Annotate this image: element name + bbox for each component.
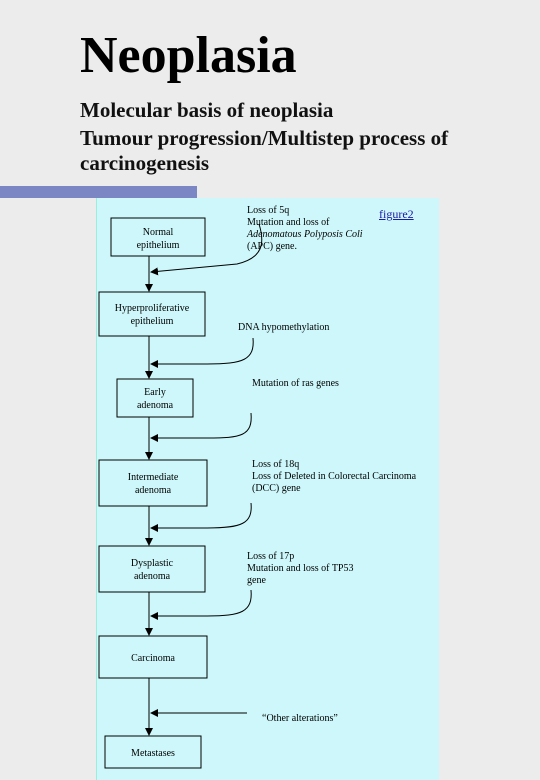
progression-diagram: Normal epithelium Hyperproliferative epi… xyxy=(96,198,439,780)
stage-label-7: Metastases xyxy=(131,748,175,759)
stage-box-hyperproliferative-epithelium: Hyperproliferative epithelium xyxy=(98,291,206,337)
note-loss-17p: Loss of 17p Mutation and loss of TP53 ge… xyxy=(247,551,353,586)
subtitle-tumour-progression: Tumour progression/Multistep process of … xyxy=(80,126,449,176)
stage-label-1a: Normal xyxy=(143,227,174,238)
stage-label-5b: adenoma xyxy=(134,571,171,582)
note-1-line-1: Loss of 5q xyxy=(247,205,289,216)
curved-arrow-4 xyxy=(150,502,252,532)
curved-arrow-3 xyxy=(150,412,252,442)
note-1-line-4: (APC) gene. xyxy=(247,241,297,252)
stage-label-3b: adenoma xyxy=(137,400,174,411)
stage-label-4b: adenoma xyxy=(135,485,172,496)
stage-box-early-adenoma: Early adenoma xyxy=(116,378,194,418)
stage-label-4a: Intermediate xyxy=(128,472,179,483)
note-ras-mutation: Mutation of ras genes xyxy=(252,378,339,389)
stage-label-2b: epithelium xyxy=(131,316,174,327)
note-4-line-1: Loss of 18q xyxy=(252,459,299,470)
stage-label-2a: Hyperproliferative xyxy=(115,303,190,314)
note-1-line-2: Mutation and loss of xyxy=(247,217,330,228)
note-4-line-2: Loss of Deleted in Colorectal Carcinoma xyxy=(252,471,417,482)
note-5-line-1: Loss of 17p xyxy=(247,551,294,562)
note-loss-18q: Loss of 18q Loss of Deleted in Colorecta… xyxy=(252,459,417,494)
note-loss-5q: Loss of 5q Mutation and loss of Adenomat… xyxy=(246,205,363,252)
stage-label-5a: Dysplastic xyxy=(131,558,174,569)
note-1-line-3: Adenomatous Polyposis Coli xyxy=(246,229,363,240)
note-5-line-2: Mutation and loss of TP53 xyxy=(247,563,353,574)
subtitle-molecular-basis: Molecular basis of neoplasia xyxy=(80,98,334,122)
stage-label-6: Carcinoma xyxy=(131,653,175,664)
note-4-line-3: (DCC) gene xyxy=(252,483,301,494)
stage-box-dysplastic-adenoma: Dysplastic adenoma xyxy=(98,545,206,593)
note-5-line-3: gene xyxy=(247,575,266,586)
slide-title: Neoplasia xyxy=(80,27,297,84)
stage-box-carcinoma: Carcinoma xyxy=(98,635,208,679)
figure2-link[interactable]: figure2 xyxy=(379,207,414,221)
note-dna-hypomethylation: DNA hypomethylation xyxy=(238,322,329,333)
stage-label-3a: Early xyxy=(144,387,166,398)
note-other-alterations: “Other alterations” xyxy=(262,713,338,724)
stage-label-1b: epithelium xyxy=(137,240,180,251)
curved-arrow-2 xyxy=(150,337,254,368)
stage-box-normal-epithelium: Normal epithelium xyxy=(110,217,206,257)
stage-box-metastases: Metastases xyxy=(104,735,202,769)
curved-arrow-1 xyxy=(150,223,263,276)
accent-bar xyxy=(0,186,197,198)
stage-box-intermediate-adenoma: Intermediate adenoma xyxy=(98,459,208,507)
progression-svg: Normal epithelium Hyperproliferative epi… xyxy=(98,205,417,769)
curved-arrow-5 xyxy=(150,589,252,620)
